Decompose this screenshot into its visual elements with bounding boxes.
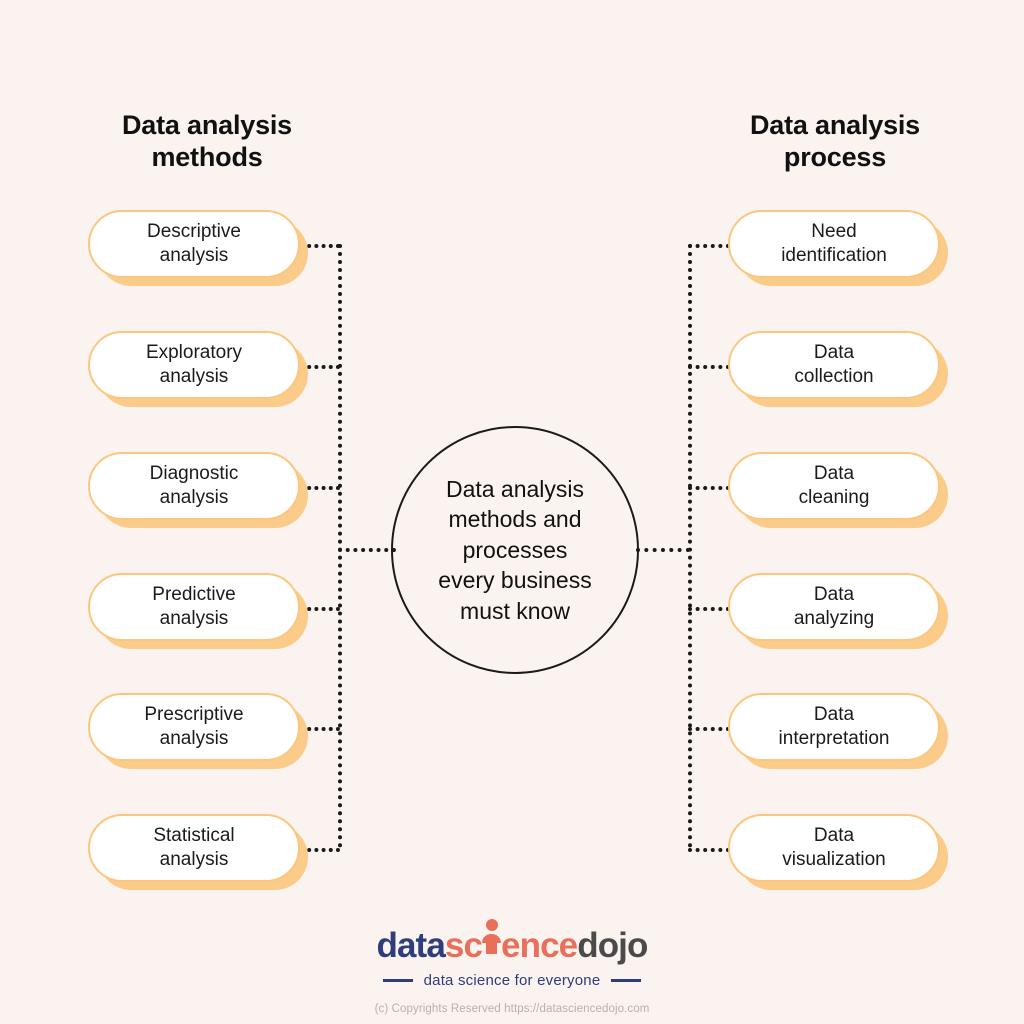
logo-tagline-text: data science for everyone — [423, 972, 601, 989]
left-stub-5 — [300, 727, 340, 731]
method-pill-predictive[interactable]: Predictive analysis — [88, 573, 300, 641]
right-center-connector — [636, 548, 690, 552]
tagline-rule-left — [382, 979, 413, 982]
left-stub-1 — [300, 244, 340, 248]
method-pill-prescriptive[interactable]: Prescriptive analysis — [88, 693, 300, 761]
left-stub-6 — [300, 848, 340, 852]
left-column-heading: Data analysis methods — [122, 110, 292, 172]
copyright-text: (c) Copyrights Reserved https://datascie… — [374, 1003, 650, 1015]
tagline-rule-right — [611, 979, 642, 982]
method-pill-diagnostic[interactable]: Diagnostic analysis — [88, 452, 300, 520]
process-pill-data-collection[interactable]: Data collection — [728, 331, 940, 399]
method-pill-statistical[interactable]: Statistical analysis — [88, 814, 300, 882]
center-topic-label: Data analysis methods and processes ever… — [438, 475, 592, 624]
method-pill-descriptive[interactable]: Descriptive analysis — [88, 210, 300, 278]
logo-part-ence: ence — [501, 926, 578, 965]
right-stub-2 — [688, 365, 730, 369]
left-stub-4 — [300, 607, 340, 611]
right-stub-3 — [688, 486, 730, 490]
method-pill-exploratory[interactable]: Exploratory analysis — [88, 331, 300, 399]
left-spine-connector — [338, 244, 342, 848]
process-pill-data-cleaning[interactable]: Data cleaning — [728, 452, 940, 520]
right-spine-connector — [688, 244, 692, 848]
logo-part-data: data — [376, 926, 446, 965]
person-icon — [482, 919, 502, 963]
right-stub-6 — [688, 848, 730, 852]
logo-tagline-row: data science for everyone — [0, 972, 1024, 989]
right-column-heading: Data analysis process — [750, 110, 920, 172]
process-pill-need-identification[interactable]: Need identification — [728, 210, 940, 278]
right-stub-1 — [688, 244, 730, 248]
left-center-connector — [338, 548, 396, 552]
logo-part-sc: sc — [444, 926, 483, 965]
right-stub-4 — [688, 607, 730, 611]
right-stub-5 — [688, 727, 730, 731]
logo-part-dojo: dojo — [577, 926, 648, 965]
process-pill-data-analyzing[interactable]: Data analyzing — [728, 573, 940, 641]
left-stub-3 — [300, 486, 340, 490]
process-pill-data-interpretation[interactable]: Data interpretation — [728, 693, 940, 761]
left-stub-2 — [300, 365, 340, 369]
center-topic-circle: Data analysis methods and processes ever… — [391, 426, 639, 674]
process-pill-data-visualization[interactable]: Data visualization — [728, 814, 940, 882]
